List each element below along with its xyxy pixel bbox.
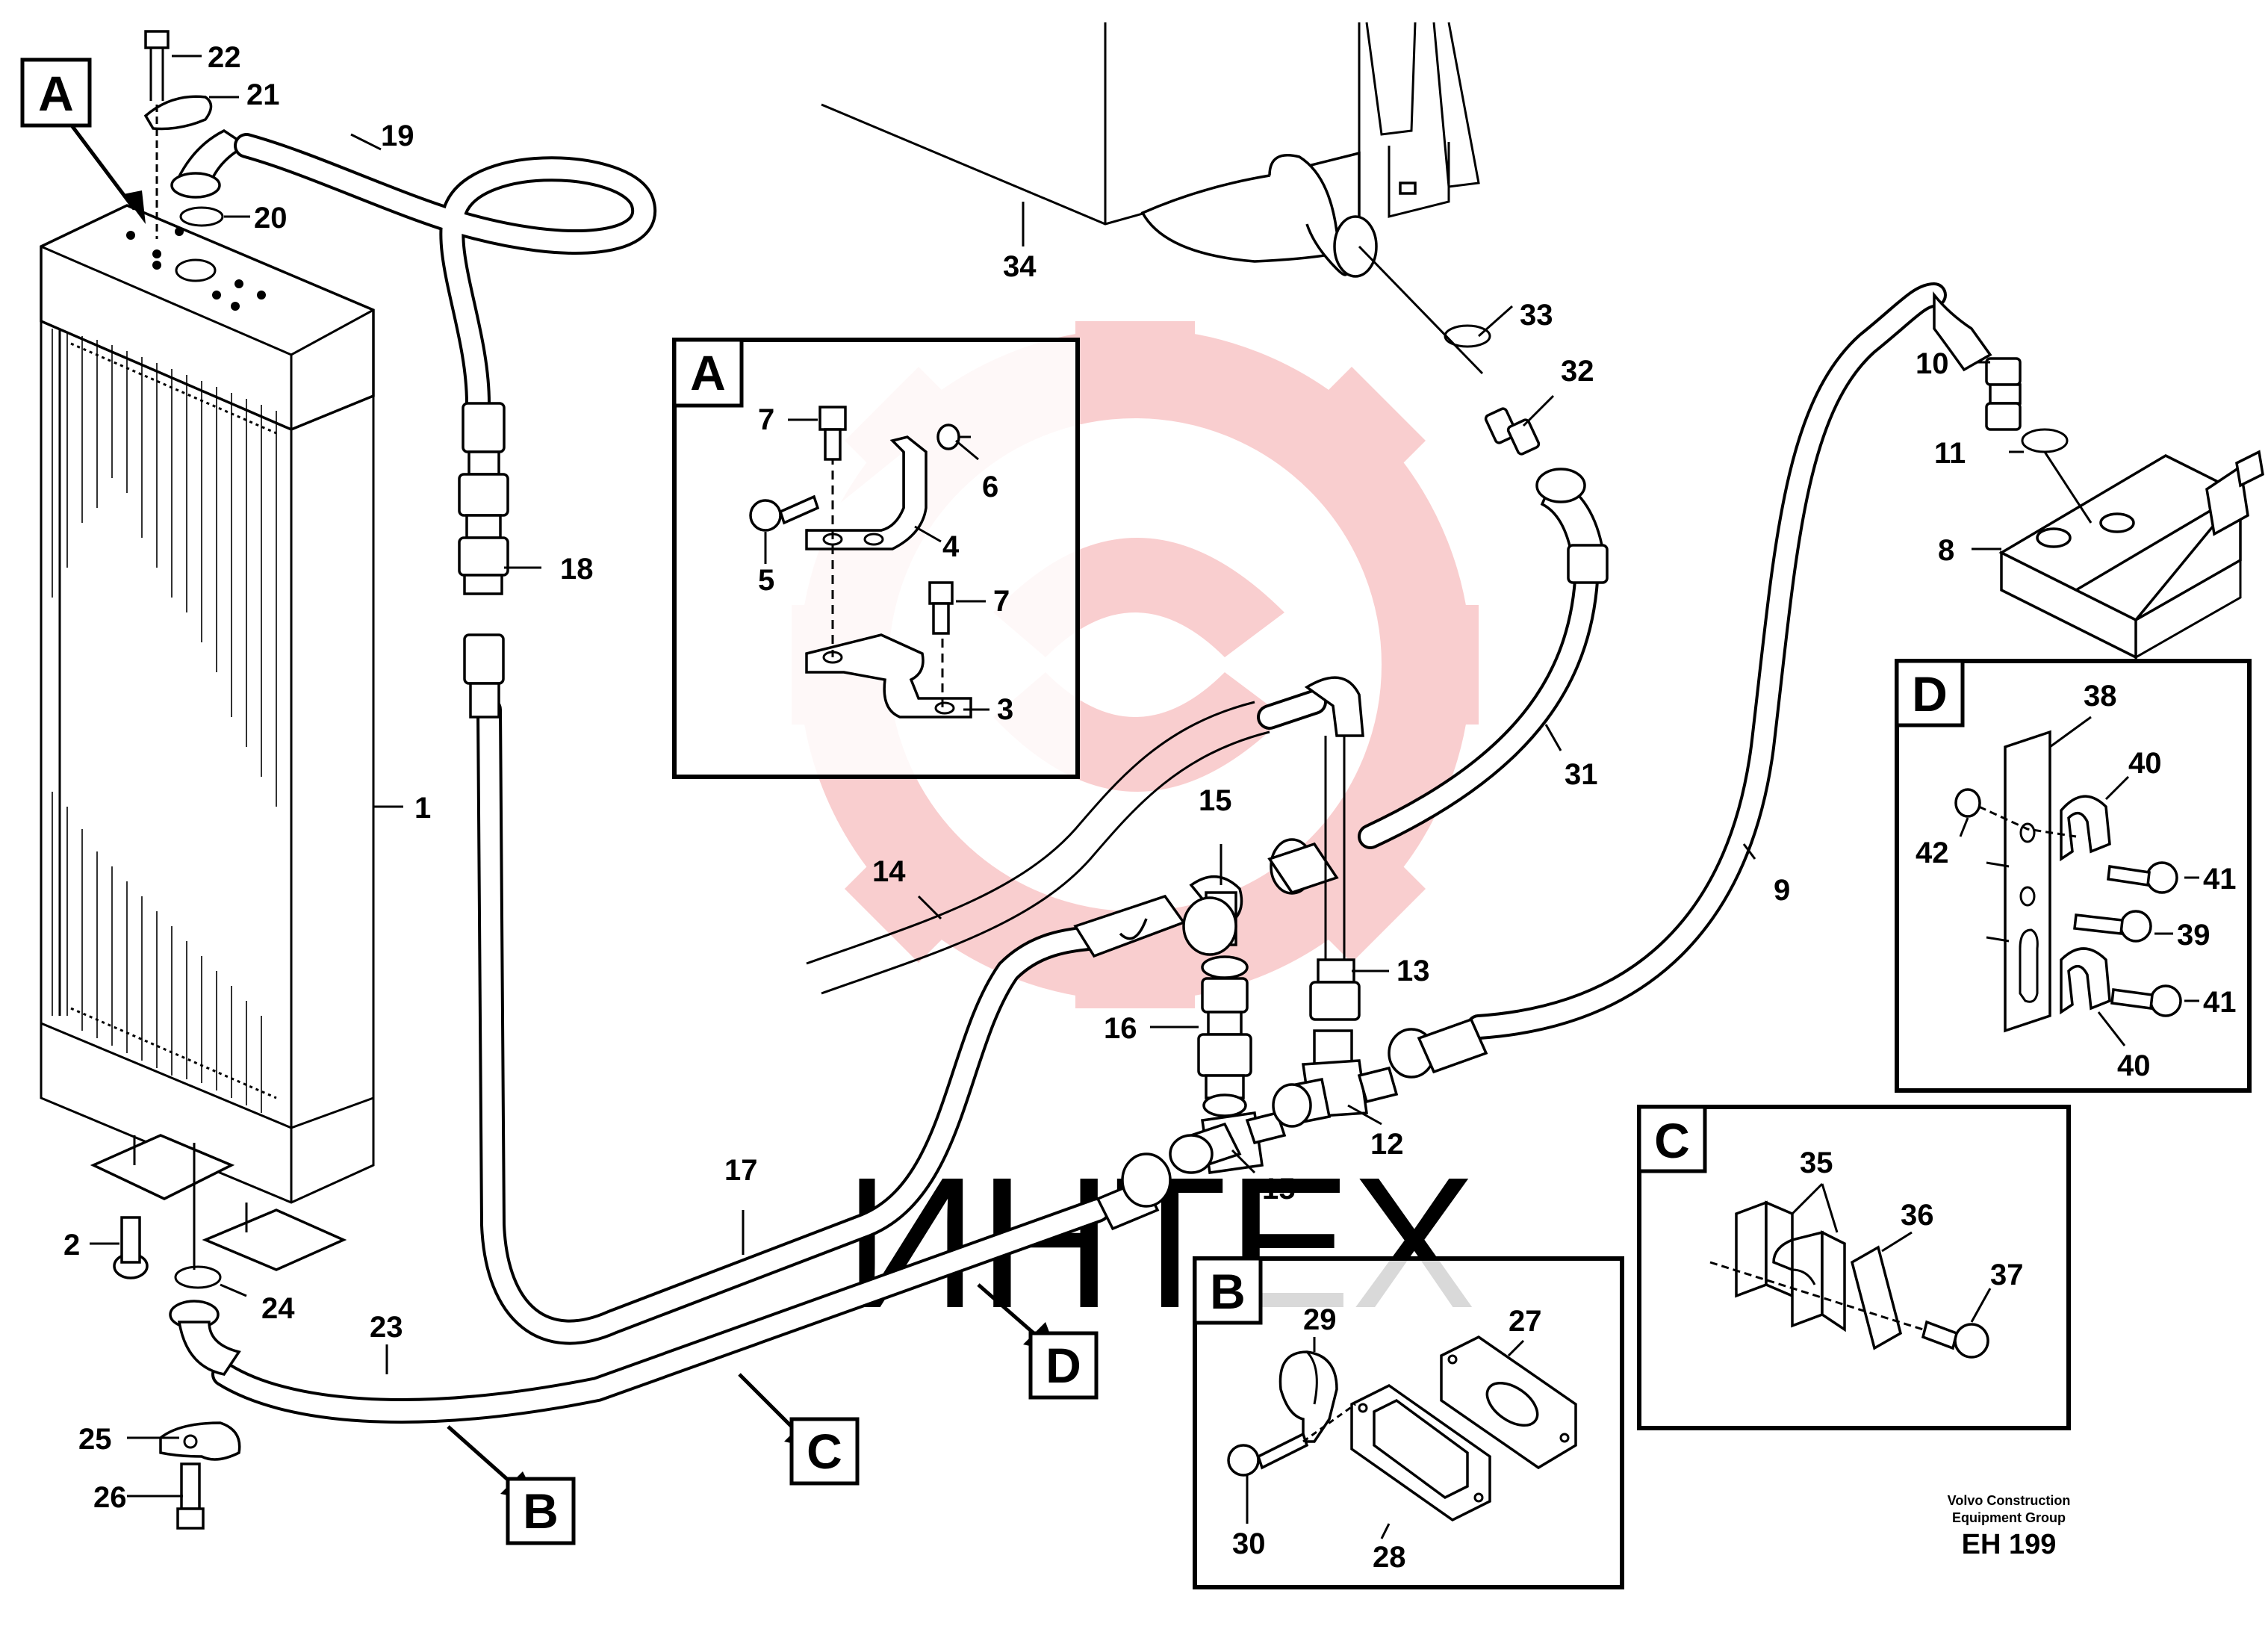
- callout-21: 21: [246, 78, 280, 111]
- fitting-13: [1309, 736, 1361, 1021]
- callout-2: 2: [63, 1229, 80, 1262]
- svg-text:D: D: [1046, 1338, 1081, 1393]
- adapter-32: [1484, 407, 1541, 456]
- callout-16: 16: [1104, 1012, 1137, 1045]
- callout-15b: 15: [1262, 1173, 1296, 1206]
- hose-9: [1466, 282, 1947, 1040]
- svg-text:B: B: [1210, 1264, 1246, 1319]
- hose-19: [234, 133, 657, 416]
- callout-37: 37: [1990, 1259, 2024, 1291]
- callout-numbers: 1 2 3 4 5 6 7 7 8 9 10 11 12 13 14 15 15…: [63, 41, 2237, 1574]
- svg-text:A: A: [38, 66, 74, 121]
- hose-1-lower: [476, 697, 1133, 1345]
- callout-28: 28: [1373, 1541, 1406, 1574]
- callout-6: 6: [982, 471, 998, 503]
- callout-1: 1: [414, 792, 431, 825]
- credit-block: Volvo Construction Equipment Group EH 19…: [1948, 1493, 2071, 1560]
- callout-36: 36: [1901, 1199, 1934, 1232]
- callout-18: 18: [560, 553, 594, 586]
- svg-text:B: B: [523, 1483, 559, 1539]
- bolt-2: [113, 1216, 149, 1279]
- callout-11: 11: [1934, 437, 1966, 470]
- inset-c: C: [1637, 1105, 2071, 1430]
- callout-9: 9: [1774, 874, 1790, 907]
- view-letter-c-pointer: C: [789, 1417, 860, 1486]
- callout-27: 27: [1509, 1305, 1542, 1338]
- elbow-31: [1535, 468, 1609, 584]
- inset-d: D: [1895, 659, 2252, 1093]
- callout-14: 14: [872, 855, 906, 888]
- callout-41a: 41: [2203, 863, 2237, 896]
- callout-41b: 41: [2203, 986, 2237, 1019]
- callout-26: 26: [93, 1481, 127, 1514]
- callout-38: 38: [2084, 680, 2117, 713]
- callout-22: 22: [208, 41, 241, 74]
- credit-line-2: Equipment Group: [1952, 1510, 2066, 1525]
- tee-fitting-15-lower: [1096, 1111, 1287, 1231]
- svg-text:C: C: [1654, 1113, 1690, 1168]
- callout-39: 39: [2177, 919, 2210, 952]
- fitting-18: [458, 402, 509, 719]
- drawing-code: EH 199: [1962, 1529, 2057, 1560]
- o-ring-24: [174, 1265, 222, 1289]
- tee-fitting-12: [1272, 1017, 1488, 1128]
- callout-29: 29: [1303, 1303, 1337, 1336]
- callout-10: 10: [1916, 347, 1949, 380]
- hydraulic-tank: [821, 22, 1484, 375]
- callout-40b: 40: [2117, 1049, 2151, 1082]
- bolt-22: [144, 30, 170, 101]
- callout-17: 17: [724, 1154, 758, 1187]
- view-letter-d-pointer: D: [1028, 1331, 1099, 1400]
- callout-5: 5: [758, 564, 774, 597]
- callout-32: 32: [1561, 355, 1594, 388]
- svg-text:A: A: [690, 345, 726, 400]
- callout-12: 12: [1370, 1128, 1404, 1161]
- callout-34: 34: [1003, 250, 1037, 283]
- callout-40a: 40: [2128, 747, 2162, 780]
- callout-30: 30: [1232, 1527, 1266, 1560]
- callout-19: 19: [381, 120, 414, 152]
- hose-14: [806, 701, 1255, 965]
- callout-33: 33: [1520, 299, 1553, 332]
- tee-fitting-15-upper: [1073, 838, 1339, 958]
- callout-4: 4: [942, 530, 960, 563]
- view-letter-a-main: A: [20, 58, 92, 128]
- view-letter-b-pointer: B: [506, 1477, 576, 1545]
- fitting-16: [1197, 955, 1252, 1117]
- hose-23: [211, 1197, 1110, 1424]
- callout-13: 13: [1396, 955, 1430, 987]
- svg-text:C: C: [807, 1424, 842, 1479]
- valve-block-8: [1998, 450, 2264, 660]
- callout-8: 8: [1938, 534, 1954, 567]
- o-ring-33: [1444, 324, 1491, 348]
- callout-24: 24: [261, 1292, 295, 1325]
- bolt-26: [176, 1462, 205, 1530]
- callout-15a: 15: [1199, 784, 1232, 817]
- callout-42: 42: [1916, 837, 1949, 869]
- inset-a: A: [672, 338, 1080, 779]
- o-ring-11: [2021, 428, 2069, 453]
- callout-3: 3: [997, 693, 1013, 726]
- clamp-25: [159, 1421, 241, 1461]
- hose-31: [1358, 555, 1600, 849]
- o-ring-20: [179, 206, 224, 227]
- callout-20: 20: [254, 202, 288, 235]
- clamp-21: [143, 95, 213, 131]
- credit-line-1: Volvo Construction: [1948, 1493, 2071, 1508]
- callout-25: 25: [78, 1423, 112, 1456]
- callout-35: 35: [1800, 1147, 1833, 1179]
- svg-text:D: D: [1912, 666, 1948, 722]
- callout-23: 23: [370, 1311, 403, 1344]
- callout-7a: 7: [758, 403, 774, 436]
- elbow-23: [169, 1300, 241, 1376]
- leader-lines: [90, 55, 2024, 1498]
- adapter-10: [1933, 291, 2022, 431]
- oil-cooler: [40, 204, 375, 1271]
- callout-31: 31: [1565, 758, 1598, 791]
- inset-b: B: [1193, 1256, 1624, 1589]
- callout-7b: 7: [993, 585, 1010, 618]
